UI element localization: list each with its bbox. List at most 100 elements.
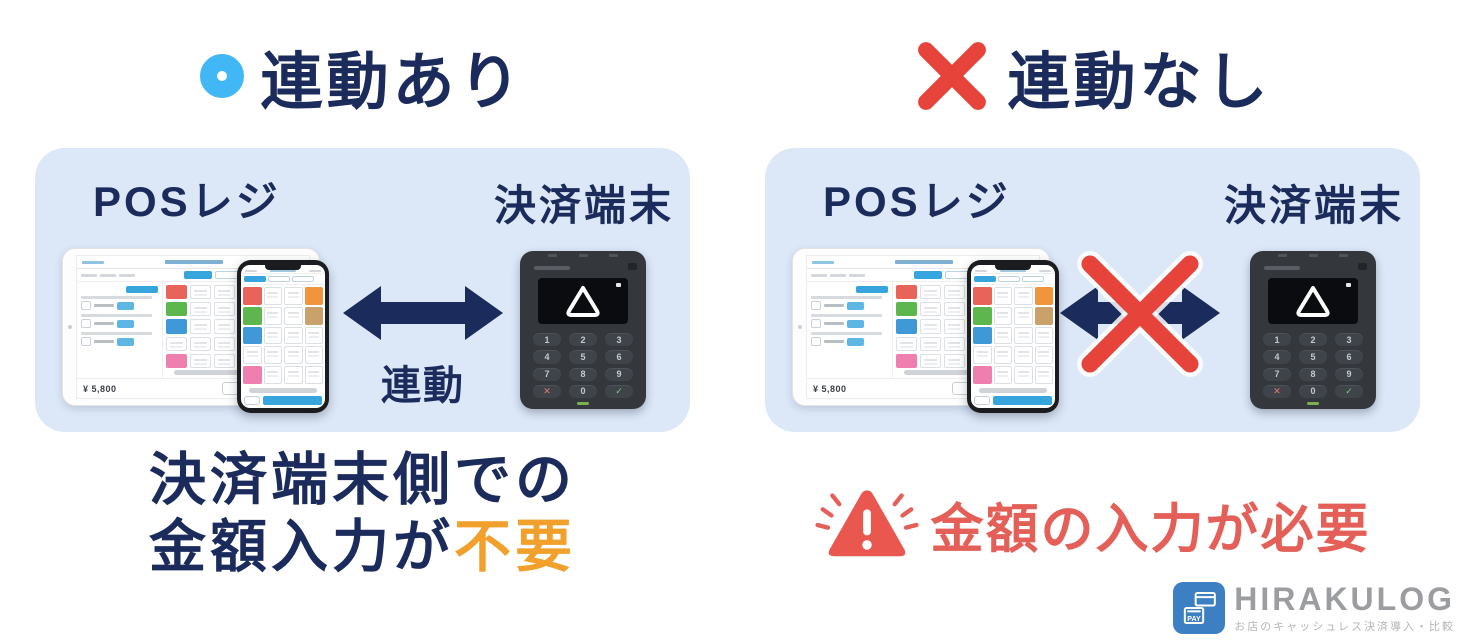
phone-notch — [265, 265, 301, 270]
menu-cell — [213, 285, 235, 300]
menu-cell — [263, 326, 282, 345]
pos-phone-illustration — [967, 260, 1059, 413]
menu-cell — [943, 353, 965, 368]
order-item — [811, 332, 888, 346]
menu-cell — [943, 302, 965, 317]
pos-order-pane — [807, 282, 893, 378]
order-total: ¥ 5,800 — [813, 383, 847, 394]
right-heading-label: 連動なし — [1007, 48, 1272, 117]
left-note-line2: 金額入力が不要 — [35, 514, 690, 581]
menu-cell — [213, 302, 235, 317]
decor-pill — [856, 286, 888, 293]
tab-pill — [292, 276, 314, 282]
menu-cell — [919, 319, 941, 334]
terminal-key-3: 3 — [1335, 333, 1363, 347]
pos-phone-screen — [971, 265, 1055, 408]
menu-cell — [166, 302, 187, 317]
menu-cell — [1014, 306, 1033, 325]
save-button-shape — [244, 396, 260, 405]
menu-cell — [263, 287, 282, 305]
menu-cell — [189, 285, 211, 300]
decor-line — [811, 296, 882, 299]
order-item — [81, 332, 158, 346]
terminal-screen — [538, 278, 628, 324]
right-panel: POSレジ 決済端末 — [765, 148, 1420, 432]
terminal-key-5: 5 — [1299, 350, 1327, 364]
decor-line — [82, 260, 104, 264]
menu-cell — [919, 285, 941, 300]
decor-line — [94, 340, 114, 343]
terminal-key-7: 7 — [533, 367, 561, 381]
terminal-key-1: 1 — [1263, 333, 1291, 347]
triangle-logo-icon — [1296, 286, 1330, 317]
decor-line — [824, 340, 844, 343]
scrollbar — [249, 388, 317, 393]
terminal-key-2: 2 — [569, 333, 597, 347]
tab-pill — [914, 271, 942, 279]
cross-icon — [918, 42, 987, 110]
scrollbar — [174, 370, 298, 375]
save-button-shape — [974, 396, 990, 405]
phone-notch — [995, 265, 1031, 270]
logo-pay-label: PAY — [1188, 615, 1202, 623]
order-item — [81, 296, 158, 310]
screen-indicator — [616, 283, 621, 287]
menu-cell — [284, 287, 303, 305]
right-note: 金額の入力が必要 — [765, 480, 1420, 570]
decor-line — [975, 270, 987, 272]
terminal-key-8: 8 — [1299, 367, 1327, 381]
decor-line — [811, 273, 827, 277]
menu-cell — [243, 346, 262, 365]
decor-line — [100, 273, 116, 277]
status-led — [1307, 402, 1319, 405]
card-slot — [547, 254, 557, 257]
terminal-key-5: 5 — [569, 350, 597, 364]
terminal-sensor — [628, 263, 637, 270]
tab-pill — [244, 276, 266, 282]
menu-cell — [304, 287, 323, 305]
menu-cell — [243, 306, 262, 325]
order-total: ¥ 5,800 — [83, 383, 117, 394]
payment-terminal-label: 決済端末 — [1223, 182, 1404, 229]
terminal-screen — [1268, 278, 1358, 324]
menu-cell — [1014, 346, 1033, 365]
menu-cell — [284, 306, 303, 325]
menu-cell — [189, 353, 211, 368]
decor-line — [849, 273, 865, 277]
order-item — [81, 314, 158, 328]
tab-pill — [1022, 276, 1044, 282]
decor-pill — [847, 319, 864, 328]
terminal-sensor — [1358, 263, 1367, 270]
menu-cell — [919, 302, 941, 317]
menu-cell — [1034, 306, 1053, 325]
menu-cell — [243, 287, 262, 305]
pos-register-label: POSレジ — [93, 178, 281, 225]
triangle-logo-icon — [566, 286, 600, 317]
menu-cell — [973, 287, 992, 305]
menu-cell — [943, 319, 965, 334]
decor-line — [811, 314, 882, 317]
decor-pill — [847, 337, 864, 346]
terminal-key-9: 9 — [1335, 367, 1363, 381]
terminal-key-0: 0 — [1299, 384, 1327, 398]
decor-line — [830, 273, 846, 277]
cancel-key-icon: ✕ — [533, 384, 561, 398]
menu-cell — [166, 353, 187, 368]
terminal-key-7: 7 — [1263, 367, 1291, 381]
decor-line — [81, 314, 152, 317]
pos-menu-grid — [971, 285, 1055, 386]
left-note-line2-prefix: 金額入力が — [149, 515, 454, 580]
decor-line — [824, 304, 844, 307]
confirm-key-icon: ✓ — [605, 384, 633, 398]
decor-line — [309, 270, 321, 272]
menu-cell — [896, 285, 917, 300]
menu-cell — [304, 366, 323, 384]
menu-cell — [1034, 326, 1053, 345]
pos-phone-screen — [241, 265, 325, 408]
logo-tagline: お店のキャッシュレス決済導入・比較 — [1234, 620, 1455, 633]
menu-cell — [943, 285, 965, 300]
decor-pill — [117, 337, 134, 346]
decor-qty — [81, 337, 91, 346]
